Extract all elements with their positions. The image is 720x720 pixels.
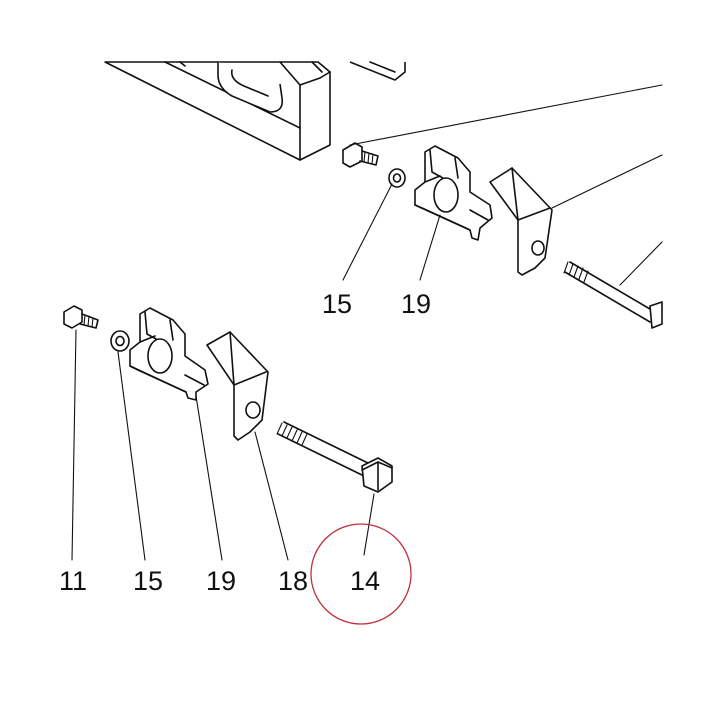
callout-upper-15: 15 (322, 289, 352, 319)
frame-housing (104, 61, 406, 161)
callout-lower-14: 14 (350, 566, 380, 596)
upper-washer-15 (388, 168, 406, 188)
lower-leaders (71, 329, 375, 561)
callout-lower-11: 11 (59, 566, 87, 596)
upper-bolt-11 (342, 142, 379, 168)
lower-bolt-14 (276, 421, 393, 493)
lower-bracket-19 (129, 307, 209, 401)
lower-washer-15 (110, 330, 130, 352)
upper-plate-18 (489, 167, 553, 276)
callout-lower-19: 19 (206, 566, 236, 596)
callout-lower-18: 18 (278, 566, 308, 596)
highlight-circle (310, 523, 412, 625)
upper-callouts: 15 19 (322, 289, 431, 319)
callout-lower-15: 15 (133, 566, 163, 596)
lower-callouts: 11 15 19 18 14 (59, 566, 380, 596)
lower-bolt-11 (63, 305, 99, 329)
callout-upper-19: 19 (401, 289, 431, 319)
upper-bracket-19 (414, 145, 493, 241)
lower-plate-18 (206, 331, 269, 441)
upper-leaders (342, 84, 663, 286)
upper-bolt-14 (563, 261, 663, 329)
